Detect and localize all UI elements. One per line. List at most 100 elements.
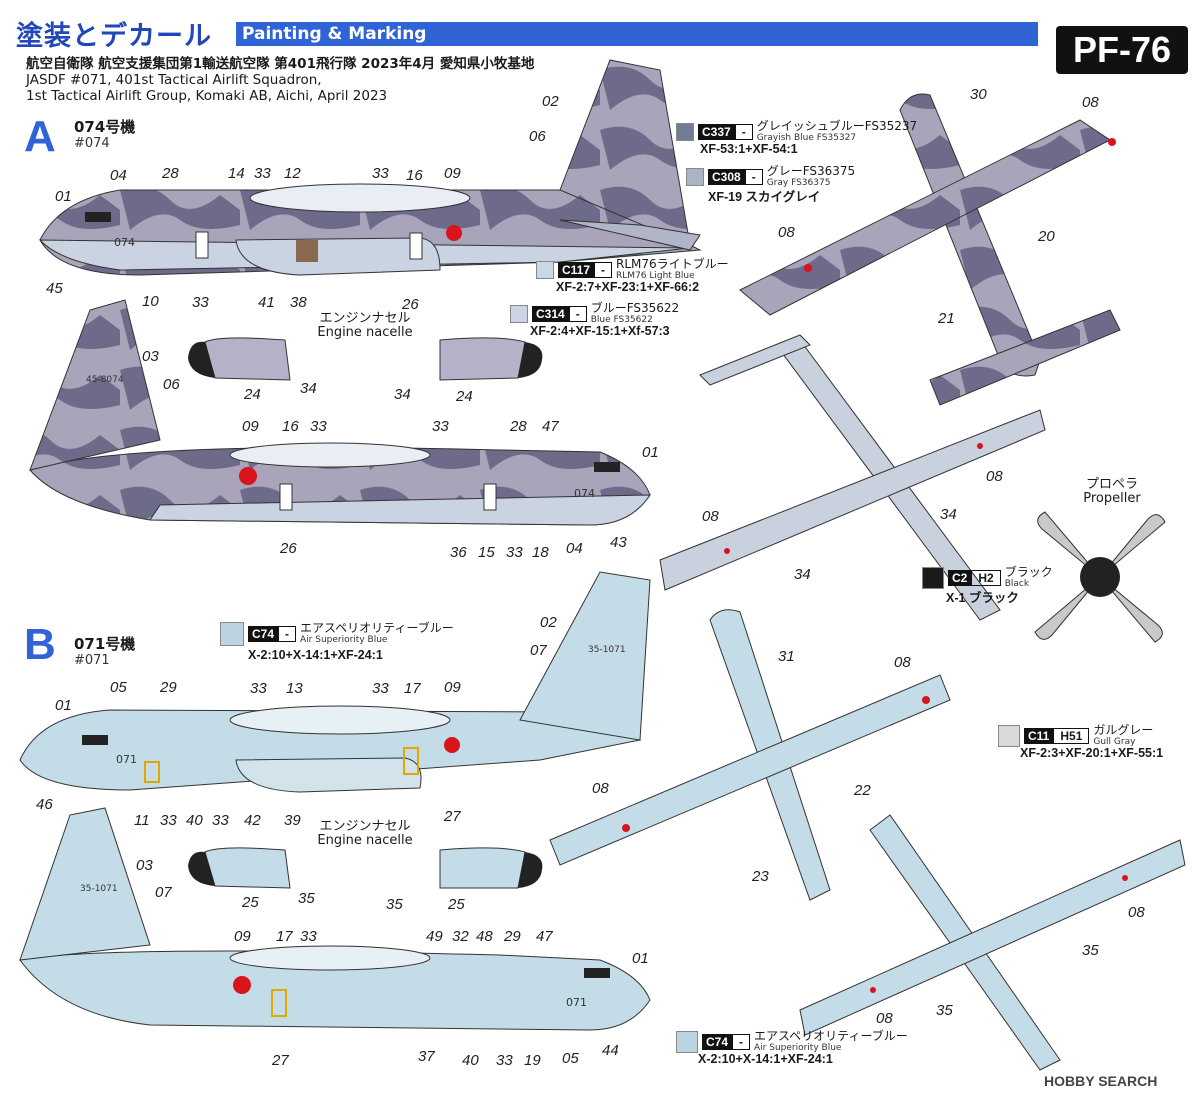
callout-b-side-12: 33 <box>160 812 177 829</box>
paint-mix-c117: XF-2:7+XF-23:1+XF-66:2 <box>556 280 700 294</box>
paint-code-c11: C11 <box>1024 728 1054 744</box>
callout-a-side-0: 01 <box>55 188 72 205</box>
callout-a-side-14: 41 <box>258 294 275 311</box>
callout-a-left-11: 15 <box>478 544 495 561</box>
callout-b-side-16: 39 <box>284 812 301 829</box>
swatch-c74-b <box>676 1031 698 1053</box>
callout-b-nacelle-3: 25 <box>448 896 465 913</box>
a-left-side-view <box>29 299 651 526</box>
callout-a-left-9: 26 <box>280 540 297 557</box>
callout-b-plan-8: 08 <box>876 1010 893 1027</box>
paint-name-jp-c74-a: エアスペリオリティーブルー <box>300 621 454 635</box>
paint-code-c117: C117 <box>558 262 595 278</box>
watermark: HOBBY SEARCH <box>1044 1073 1158 1089</box>
callout-b-left-4: 33 <box>300 928 317 945</box>
callout-a-left-13: 18 <box>532 544 549 561</box>
swatch-c117 <box>536 261 554 279</box>
callout-b-left-14: 33 <box>496 1052 513 1069</box>
b-left-side-view <box>19 807 651 1031</box>
a-nacelle-label-en: Engine nacelle <box>317 325 413 340</box>
propeller-label-en: Propeller <box>1083 491 1141 506</box>
paint-mix-c11: XF-2:3+XF-20:1+XF-55:1 <box>1020 746 1164 760</box>
paint-code2-c337: - <box>734 124 753 140</box>
scheme-b-aircraft-en: #071 <box>74 653 110 668</box>
callout-b-side-6: 17 <box>404 680 421 697</box>
swatch-c2 <box>922 567 944 589</box>
swatch-c308 <box>686 168 704 186</box>
paint-code2-c314: - <box>568 306 587 322</box>
callout-b-side-7: 09 <box>444 679 461 696</box>
callout-a-left-1: 06 <box>163 376 180 393</box>
paint-name-en-c2: Black <box>1004 579 1030 589</box>
callout-a-left-8: 01 <box>642 444 659 461</box>
callout-a-left-3: 16 <box>282 418 299 435</box>
callout-b-side-4: 13 <box>286 680 303 697</box>
callout-b-side-1: 05 <box>110 679 127 696</box>
b-top-view <box>549 609 951 901</box>
callout-a-side-13: 33 <box>192 294 209 311</box>
callout-a-plan-0: 30 <box>970 86 987 103</box>
callout-b-left-12: 37 <box>418 1048 435 1065</box>
callout-b-side-10: 46 <box>36 796 53 813</box>
paint-mix-c74-a: X-2:10+X-14:1+XF-24:1 <box>248 648 383 662</box>
callout-a-left-15: 43 <box>610 534 627 551</box>
callout-a-plan-4: 21 <box>938 310 955 327</box>
callout-a-side-12: 10 <box>142 293 159 310</box>
a-nacelle-label: エンジンナセル Engine nacelle <box>300 312 430 340</box>
callout-b-left-11: 27 <box>272 1052 289 1069</box>
callout-b-plan-2: 08 <box>592 780 609 797</box>
a-tail-code: 45-8074 <box>86 375 124 385</box>
callout-a-side-11: 45 <box>46 280 63 297</box>
propeller-label-jp: プロペラ <box>1085 477 1138 492</box>
callout-b-plan-4: 23 <box>752 868 769 885</box>
scheme-b-letter: B <box>24 620 56 669</box>
paint-code2-c74-b: - <box>732 1034 751 1050</box>
swatch-c314 <box>510 305 528 323</box>
b-nacelle-label: エンジンナセル Engine nacelle <box>300 820 430 848</box>
paint-mix-c74-b: X-2:10+X-14:1+XF-24:1 <box>698 1052 833 1066</box>
callout-b-nacelle-0: 25 <box>242 894 259 911</box>
b-nacelle-label-jp: エンジンナセル <box>319 819 411 834</box>
callout-b-left-13: 40 <box>462 1052 479 1069</box>
callout-a-side-4: 33 <box>254 165 271 182</box>
callout-b-plan-6: 35 <box>1082 942 1099 959</box>
callout-b-side-3: 33 <box>250 680 267 697</box>
callout-b-side-9: 07 <box>530 642 547 659</box>
paint-code-c74-b: C74 <box>702 1034 733 1050</box>
a-side-code: 074 <box>114 236 135 249</box>
paint-name-jp-c314: ブルーFS35622 <box>590 301 680 315</box>
b-tail-code: 35-1071 <box>80 884 118 894</box>
b-right-side-view <box>19 571 651 793</box>
callout-a-left-6: 28 <box>510 418 527 435</box>
callout-b-left-8: 29 <box>504 928 521 945</box>
a-nacelle-label-jp: エンジンナセル <box>319 311 411 326</box>
b-underside-view <box>799 814 1186 1071</box>
unit-line-en-2: 1st Tactical Airlift Group, Komaki AB, A… <box>26 88 388 104</box>
paint-mix-c337: XF-53:1+XF-54:1 <box>700 142 798 156</box>
callout-b-plan-5: 08 <box>1128 904 1145 921</box>
callout-a-side-16: 26 <box>402 296 419 313</box>
callout-a-left-14: 04 <box>566 540 583 557</box>
callout-a-side-6: 33 <box>372 165 389 182</box>
callout-a-side-9: 02 <box>542 93 559 110</box>
callout-a-side-3: 14 <box>228 165 245 182</box>
a-underside-view <box>659 334 1046 621</box>
page-title-en-bar: Painting & Marking <box>236 22 1038 46</box>
callout-a-nacelle-1: 34 <box>300 380 317 397</box>
callout-b-left-1: 07 <box>155 884 172 901</box>
callout-b-side-2: 29 <box>160 679 177 696</box>
unit-line-jp: 航空自衛隊 航空支援集団第1輸送航空隊 第401飛行隊 2023年4月 愛知県小… <box>26 56 535 72</box>
paint-code-c2: C2 <box>948 570 972 586</box>
callout-b-side-17: 27 <box>444 808 461 825</box>
callout-b-left-3: 17 <box>276 928 293 945</box>
callout-b-left-17: 44 <box>602 1042 619 1059</box>
paint-name-en-c11: Gull Gray <box>1093 737 1136 747</box>
paint-name-jp-c308: グレーFS36375 <box>766 164 856 178</box>
callout-b-plan-1: 08 <box>894 654 911 671</box>
